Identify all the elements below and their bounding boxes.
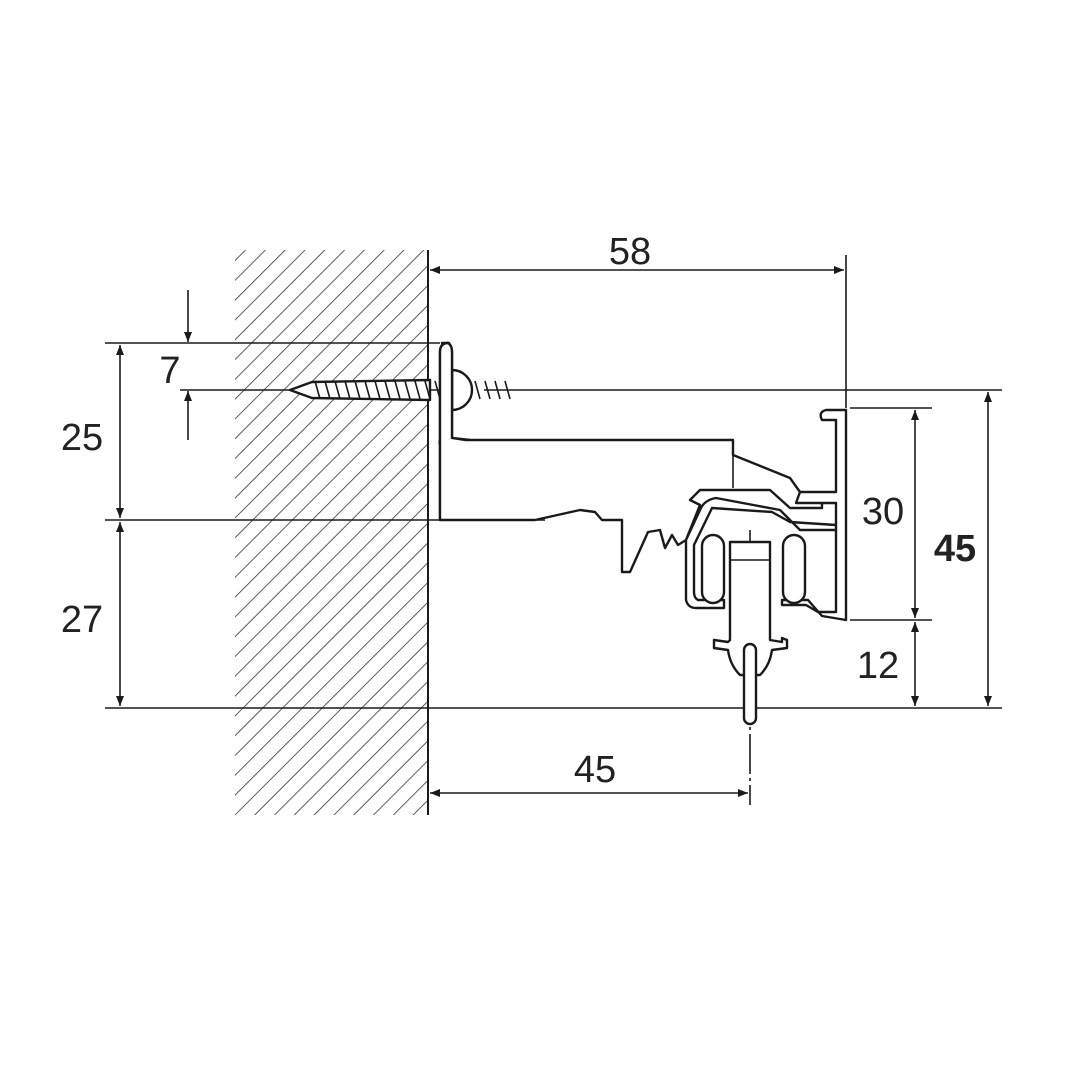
dim-lower-height: 27 [61, 599, 103, 641]
dim-runner-drop: 12 [857, 645, 899, 687]
wall-hatching [235, 250, 429, 815]
curtain-rail [684, 408, 848, 622]
runner-carriage [700, 533, 807, 726]
dim-screw-offset: 7 [159, 350, 180, 392]
bracket [438, 341, 824, 574]
dim-upper-height: 25 [61, 417, 103, 459]
dim-rail-height: 30 [862, 491, 904, 533]
dim-total-height: 45 [934, 528, 976, 570]
extension-lines [105, 255, 1002, 805]
dimension-lines [116, 266, 992, 797]
dim-bracket-projection: 58 [609, 231, 651, 273]
dim-runner-center-offset: 45 [574, 749, 616, 791]
screw [288, 378, 511, 402]
